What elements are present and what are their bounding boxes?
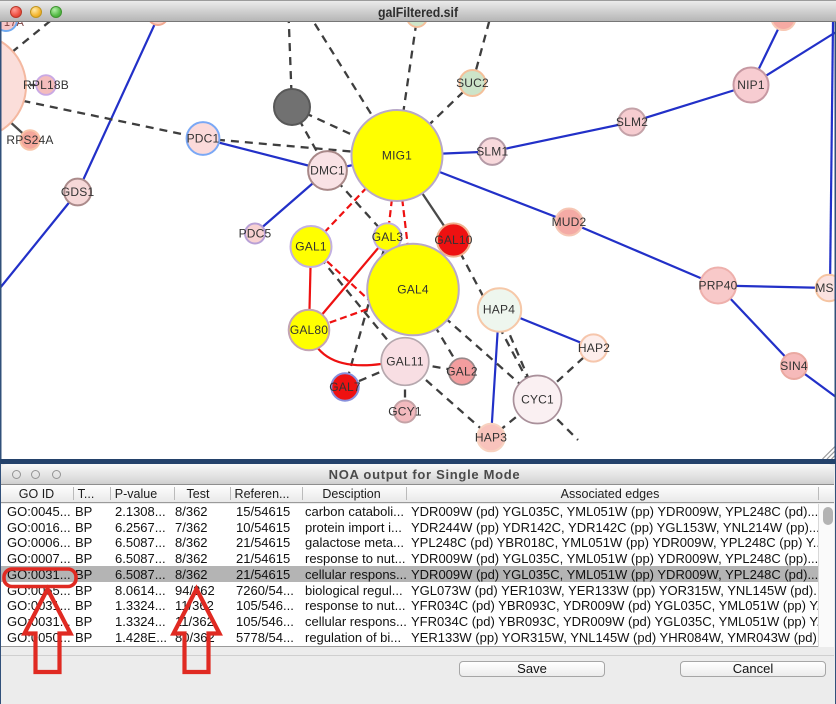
svg-text:SLM1: SLM1: [476, 145, 508, 159]
svg-text:GAL11: GAL11: [386, 355, 424, 369]
svg-text:GAL4: GAL4: [397, 283, 429, 297]
svg-text:RPL18B: RPL18B: [23, 78, 69, 92]
svg-text:HAP4: HAP4: [483, 303, 515, 317]
svg-text:MIG1: MIG1: [382, 149, 412, 163]
svg-text:SLM2: SLM2: [616, 115, 648, 129]
svg-text:GAL80: GAL80: [290, 323, 328, 337]
svg-text:DMC1: DMC1: [310, 164, 345, 178]
svg-text:GAL1: GAL1: [295, 240, 327, 254]
svg-text:GCY1: GCY1: [388, 405, 422, 419]
svg-text:RPS24A: RPS24A: [6, 133, 53, 147]
svg-text:HAP2: HAP2: [578, 341, 610, 355]
svg-text:17A: 17A: [4, 22, 25, 29]
svg-text:MUD2: MUD2: [552, 215, 587, 229]
svg-text:CYC1: CYC1: [521, 393, 554, 407]
svg-text:NIP1: NIP1: [737, 78, 765, 92]
svg-text:GDS1: GDS1: [61, 185, 95, 199]
svg-text:PDC5: PDC5: [239, 227, 272, 241]
svg-text:GAL3: GAL3: [372, 230, 404, 244]
svg-text:GAL7: GAL7: [329, 380, 361, 394]
svg-text:MSN: MSN: [815, 281, 836, 295]
svg-text:HAP3: HAP3: [475, 431, 507, 445]
svg-text:SUC2: SUC2: [456, 76, 489, 90]
svg-text:PDC1: PDC1: [187, 132, 220, 146]
svg-text:GAL10: GAL10: [434, 233, 472, 247]
svg-text:PRP40: PRP40: [698, 279, 737, 293]
svg-text:GAL2: GAL2: [446, 365, 478, 379]
svg-text:SIN4: SIN4: [780, 359, 808, 373]
